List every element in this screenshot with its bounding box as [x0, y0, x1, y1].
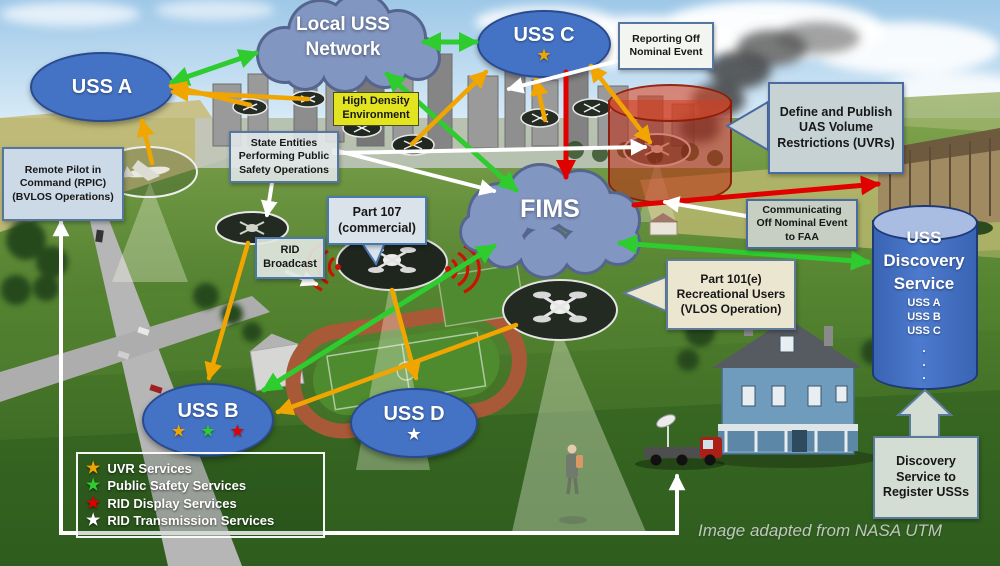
high-density-environment-box: High Density Environment: [333, 92, 419, 126]
local-uss-network-line1: Local USS: [296, 14, 390, 35]
house: [702, 312, 878, 468]
legend-item-uvr: ★ UVR Services: [86, 461, 315, 477]
discovery-register-line: Service to: [896, 469, 956, 484]
state-entities-line: State Entities: [250, 137, 318, 150]
rid-display-star-icon: ★: [86, 494, 101, 512]
fims-label: FIMS: [520, 195, 580, 223]
uss-a-label: USS A: [71, 76, 133, 98]
discovery-register-line: Register USSs: [882, 485, 970, 500]
uvr-define-line: UAS Volume: [798, 120, 874, 135]
part101-box: Part 101(e) Recreational Users (VLOS Ope…: [666, 259, 796, 330]
uvr-define-line: Define and Publish: [779, 104, 893, 119]
communicating-line: Off Nominal Event: [756, 217, 848, 230]
discovery-title-line: Discovery: [883, 250, 965, 270]
rid-broadcast-box: RID Broadcast: [255, 237, 325, 279]
legend-item-public-safety: ★ Public Safety Services: [86, 478, 315, 494]
high-density-line: High Density: [342, 95, 410, 108]
part101-line: (VLOS Operation): [680, 302, 782, 316]
discovery-ellipsis-dot: .: [922, 340, 926, 355]
rpic-line: Remote Pilot in: [24, 164, 102, 177]
public-safety-star-icon: ★: [201, 423, 215, 440]
communicating-line: to FAA: [785, 230, 819, 243]
discovery-title-line: USS: [906, 228, 942, 247]
uvr-star-icon: ★: [537, 47, 551, 64]
rid-broadcast-line: Broadcast: [263, 258, 317, 270]
uss-c-label: USS C: [513, 24, 575, 46]
legend-label: Public Safety Services: [107, 478, 247, 494]
part107-line: Part 107: [352, 204, 402, 219]
local-uss-network-label: Local USS Network: [268, 13, 418, 62]
high-density-line: Environment: [342, 109, 410, 121]
public-safety-star-icon: ★: [86, 477, 101, 495]
legend-item-rid-transmission: ★ RID Transmission Services: [86, 511, 315, 529]
uss-b-label: USS B: [177, 400, 239, 422]
part101-line: Part 101(e): [700, 272, 762, 286]
discovery-ellipsis-dot: .: [922, 368, 926, 383]
rpic-line: Command (RPIC): [19, 177, 107, 190]
legend-label: RID Display Services: [107, 495, 237, 511]
uss-d-label: USS D: [383, 403, 445, 425]
rid-display-star-icon: ★: [230, 423, 245, 440]
discovery-entry: USS B: [907, 311, 941, 324]
legend-item-rid-display: ★ RID Display Services: [86, 494, 315, 512]
uss-c-node: USS C ★: [477, 10, 611, 78]
discovery-cylinder-top: [872, 205, 978, 241]
uss-a-node: USS A: [30, 52, 174, 122]
uss-discovery-service-node: USS Discovery Service USS A USS B USS C …: [872, 205, 978, 390]
uvr-star-icon: ★: [86, 460, 101, 478]
uss-b-node: USS B ★ ★ ★: [142, 383, 274, 457]
reporting-line: Nominal Event: [629, 46, 703, 58]
local-uss-network-line2: Network: [305, 38, 381, 60]
discovery-entry: USS C: [907, 325, 941, 338]
rid-transmission-star-icon: ★: [86, 511, 101, 529]
legend-box: ★ UVR Services ★ Public Safety Services …: [76, 452, 325, 538]
state-entities-line: Safety Operations: [239, 163, 329, 176]
rid-transmission-star-icon: ★: [407, 426, 421, 443]
uvr-cylinder-top: [608, 84, 732, 122]
rpic-line: (BVLOS Operations): [12, 190, 114, 203]
state-entities-box: State Entities Performing Public Safety …: [229, 131, 339, 183]
reporting-line: Reporting Off: [632, 32, 700, 45]
communicating-line: Communicating: [762, 204, 842, 217]
legend-label: UVR Services: [107, 461, 192, 476]
part107-box: Part 107 (commercial): [327, 196, 427, 245]
recreational-drone: [502, 279, 618, 341]
image-credit-watermark: Image adapted from NASA UTM: [698, 521, 943, 540]
uvr-define-box: Define and Publish UAS Volume Restrictio…: [768, 82, 904, 174]
discovery-register-box: Discovery Service to Register USSs: [873, 436, 979, 519]
part107-line: (commercial): [338, 220, 416, 235]
communicating-box: Communicating Off Nominal Event to FAA: [746, 199, 858, 249]
uvr-define-line: Restrictions (UVRs): [777, 135, 895, 150]
discovery-ellipsis-dot: .: [922, 354, 926, 369]
part101-line: Recreational Users: [676, 287, 786, 301]
discovery-cylinder-text: USS Discovery Service USS A USS B USS C …: [872, 227, 976, 383]
reporting-off-nominal-box: Reporting Off Nominal Event: [618, 22, 714, 70]
discovery-title-line: Service: [893, 273, 955, 293]
legend-label: RID Transmission Services: [107, 512, 275, 528]
uss-d-node: USS D ★: [350, 388, 478, 458]
discovery-register-line: Discovery: [896, 454, 956, 469]
rpic-box: Remote Pilot in Command (RPIC) (BVLOS Op…: [2, 147, 124, 221]
discovery-cylinder-body: [872, 220, 978, 390]
discovery-entry: USS A: [907, 296, 941, 309]
rid-broadcast-line: RID: [280, 244, 300, 257]
state-entities-line: Performing Public: [238, 150, 330, 163]
uvr-star-icon: ★: [171, 423, 186, 440]
uvr-restriction-cylinder: [608, 84, 732, 206]
